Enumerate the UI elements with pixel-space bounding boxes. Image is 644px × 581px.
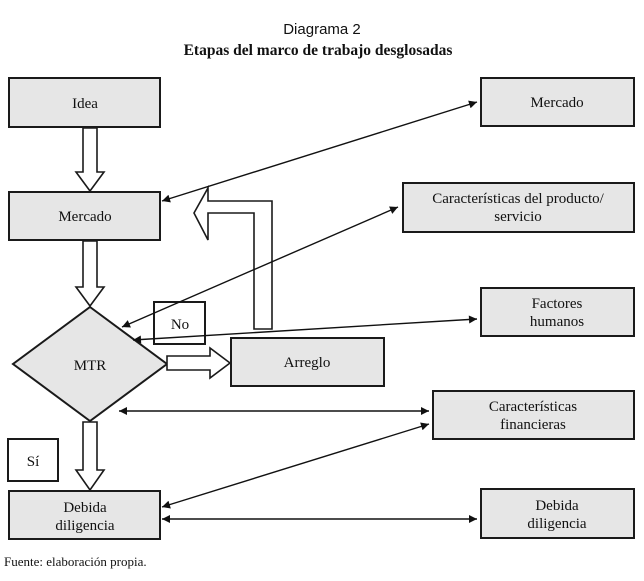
si-box (7, 438, 59, 482)
debida-right-line1: Debida (535, 498, 579, 514)
caracteristicas-producto-line2: servicio (494, 209, 541, 225)
connector-mtr-factores (132, 315, 478, 344)
arrow-idea-to-mercado-icon (74, 127, 106, 193)
idea-label: Idea (72, 96, 98, 112)
debida-diligencia-left-box (8, 490, 161, 540)
mtr-label: MTR (74, 358, 107, 374)
diagram-title: Etapas del marco de trabajo desglosadas (184, 42, 453, 59)
arrow-mercado-to-mtr-icon (74, 240, 106, 308)
caracteristicas-financieras-line1: Características (489, 399, 577, 415)
debida-left-line1: Debida (63, 500, 107, 516)
debida-left-line2: diligencia (55, 518, 114, 534)
connector-mercado-mercado (161, 100, 478, 203)
debida-diligencia-right-box (480, 488, 635, 539)
arrow-mtr-to-debida-icon (74, 421, 106, 492)
caracteristicas-financieras-box (432, 390, 635, 440)
connector-mtr-producto (121, 206, 399, 328)
debida-right-line2: diligencia (527, 516, 586, 532)
mercado-right-box (480, 77, 635, 127)
source-note: Fuente: elaboración propia. (4, 554, 147, 569)
diagram-number: Diagrama 2 (283, 21, 361, 38)
factores-humanos-line1: Factores (532, 296, 583, 312)
connector-debida-financieras (161, 422, 430, 509)
factores-humanos-line2: humanos (530, 314, 584, 330)
idea-box (8, 77, 161, 128)
arreglo-label: Arreglo (284, 355, 331, 371)
arreglo-box (230, 337, 385, 387)
mercado-left-label: Mercado (58, 209, 111, 225)
no-label: No (171, 317, 189, 333)
arrow-mtr-to-arreglo-icon (166, 346, 232, 380)
caracteristicas-financieras-line2: financieras (500, 417, 566, 433)
mercado-right-label: Mercado (530, 95, 583, 111)
caracteristicas-producto-line1: Características del producto/ (432, 191, 604, 207)
factores-humanos-box (480, 287, 635, 337)
mtr-decision-diamond (11, 305, 169, 423)
si-label: Sí (27, 454, 40, 470)
